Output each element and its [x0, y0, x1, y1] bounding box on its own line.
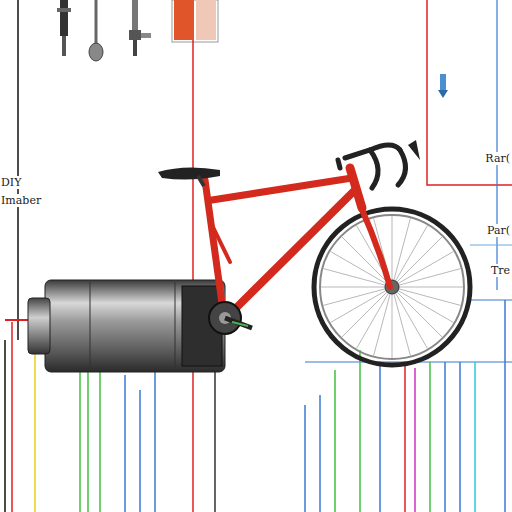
motor-cylinder [28, 280, 225, 372]
part-label: DIY [0, 176, 22, 189]
guide-lines [5, 0, 512, 512]
tools [57, 0, 448, 98]
part-label: Tre [490, 264, 511, 277]
saddle [158, 167, 220, 179]
crankset [209, 302, 252, 334]
bike-frame [205, 168, 390, 318]
part-label: Rar( [484, 152, 511, 165]
part-label: Par( [486, 224, 511, 237]
handlebar [338, 145, 406, 188]
part-label: Imaber [0, 194, 42, 207]
